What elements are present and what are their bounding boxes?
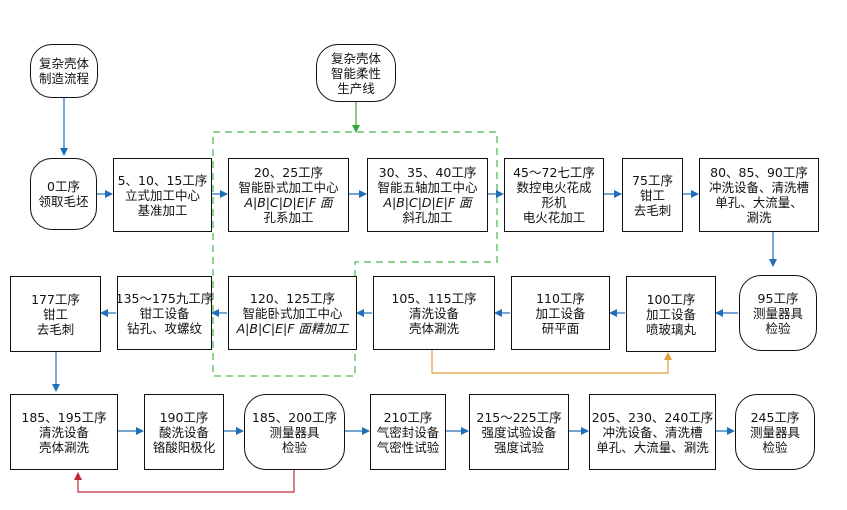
node-text-line: 清洗设备 bbox=[408, 305, 459, 321]
return-op185b-to-op185 bbox=[74, 470, 295, 493]
return-op105-to-op100 bbox=[431, 350, 672, 374]
node-text-line: 强度试验 bbox=[493, 439, 544, 455]
node-text-line: A|B|C|D|E|F 面 bbox=[383, 195, 472, 210]
node-op215: 215～225工序强度试验设备强度试验 bbox=[469, 394, 569, 470]
node-text-line: 单孔、大流量、涮洗 bbox=[596, 439, 709, 455]
node-text-line: 20、25工序 bbox=[253, 165, 324, 180]
node-text-line: 钳工设备 bbox=[139, 305, 190, 321]
node-text-line: 基准加工 bbox=[137, 202, 188, 218]
node-text-line: 测量器具 bbox=[269, 424, 320, 440]
node-text-line: 检验 bbox=[765, 320, 791, 336]
node-start: 复杂壳体制造流程 bbox=[30, 44, 98, 98]
node-text-line: 95工序 bbox=[757, 290, 799, 306]
node-text-line: 数控电火花成 bbox=[516, 180, 592, 195]
node-text-line: 检验 bbox=[281, 439, 307, 455]
node-text-line: 钳工 bbox=[42, 306, 68, 322]
node-text-line: 测量器具 bbox=[752, 305, 803, 321]
node-op210: 210工序气密封设备气密性试验 bbox=[370, 394, 446, 470]
node-text-line: A|B|C|E|F 面精加工 bbox=[236, 320, 349, 336]
node-op100: 100工序加工设备喷玻璃丸 bbox=[626, 276, 716, 352]
node-text-line: 智能五轴加工中心 bbox=[377, 180, 478, 195]
node-text-line: 复杂壳体 bbox=[330, 50, 381, 66]
node-op75: 75工序钳工去毛刺 bbox=[622, 158, 683, 232]
node-text-line: 壳体涮洗 bbox=[38, 439, 89, 455]
node-text-line: 5、10、15工序 bbox=[117, 172, 208, 188]
node-text-line: 190工序 bbox=[159, 409, 209, 425]
node-text-line: 177工序 bbox=[31, 291, 80, 307]
node-text-line: 立式加工中心 bbox=[124, 187, 200, 203]
node-text-line: 冲洗设备、清洗槽 bbox=[602, 424, 703, 440]
node-text-line: 研平面 bbox=[541, 320, 580, 336]
node-text-line: 去毛刺 bbox=[633, 202, 672, 218]
node-text-line: 30、35、40工序 bbox=[378, 165, 477, 180]
node-text-line: 清洗设备 bbox=[38, 424, 89, 440]
node-text-line: 钻孔、攻螺纹 bbox=[126, 320, 202, 336]
node-text-line: 复杂壳体 bbox=[38, 56, 89, 71]
node-op135: 135～175九工序钳工设备钻孔、攻螺纹 bbox=[115, 276, 214, 350]
node-text-line: 壳体涮洗 bbox=[408, 320, 459, 336]
node-text-line: 测量器具 bbox=[749, 424, 800, 440]
node-text-line: 形机 bbox=[541, 195, 567, 210]
node-text-line: 205、230、240工序 bbox=[591, 409, 714, 425]
node-text-line: 智能柔性 bbox=[330, 65, 381, 81]
node-op5: 5、10、15工序立式加工中心基准加工 bbox=[113, 158, 212, 232]
node-text-line: 去毛刺 bbox=[36, 321, 75, 337]
node-text-line: 45～72七工序 bbox=[513, 165, 595, 180]
node-text-line: 120、125工序 bbox=[249, 290, 336, 306]
node-text-line: 电火花加工 bbox=[522, 210, 586, 225]
node-flexible-line: 复杂壳体智能柔性生产线 bbox=[316, 44, 396, 102]
node-text-line: 铬酸阳极化 bbox=[152, 439, 216, 455]
node-text-line: 80、85、90工序 bbox=[710, 165, 808, 180]
node-op185: 185、195工序清洗设备壳体涮洗 bbox=[10, 394, 118, 470]
node-text-line: 制造流程 bbox=[38, 71, 89, 86]
node-op105: 105、115工序清洗设备壳体涮洗 bbox=[373, 276, 495, 350]
node-text-line: 245工序 bbox=[750, 409, 800, 425]
node-text-line: 斜孔加工 bbox=[402, 210, 453, 225]
node-text-line: 加工设备 bbox=[535, 305, 586, 321]
node-text-line: 生产线 bbox=[337, 80, 375, 96]
node-op95: 95工序测量器具检验 bbox=[739, 275, 817, 351]
node-text-line: 75工序 bbox=[632, 172, 673, 188]
node-text-line: 强度试验设备 bbox=[481, 424, 557, 440]
node-op185b: 185、200工序测量器具检验 bbox=[244, 394, 345, 470]
node-text-line: 210工序 bbox=[383, 409, 433, 425]
node-text-line: 酸洗设备 bbox=[158, 424, 209, 440]
node-text-line: 185、195工序 bbox=[21, 409, 107, 425]
node-op190: 190工序酸洗设备铬酸阳极化 bbox=[144, 394, 224, 470]
node-op45: 45～72七工序数控电火花成形机电火花加工 bbox=[504, 158, 604, 232]
node-text-line: A|B|C|D|E|F 面 bbox=[244, 195, 333, 210]
node-text-line: 钳工 bbox=[639, 187, 665, 203]
node-op0: 0工序领取毛坯 bbox=[30, 158, 97, 230]
node-op205: 205、230、240工序冲洗设备、清洗槽单孔、大流量、涮洗 bbox=[589, 394, 716, 470]
node-text-line: 100工序 bbox=[646, 291, 696, 307]
node-text-line: 加工设备 bbox=[645, 306, 696, 322]
node-op80: 80、85、90工序冲洗设备、清洗槽单孔、大流量、涮洗 bbox=[699, 158, 819, 232]
node-text-line: 110工序 bbox=[536, 290, 585, 306]
node-text-line: 185、200工序 bbox=[251, 409, 338, 425]
node-text-line: 冲洗设备、清洗槽 bbox=[708, 180, 809, 195]
node-text-line: 智能卧式加工中心 bbox=[238, 180, 339, 195]
node-text-line: 领取毛坯 bbox=[38, 194, 89, 209]
node-text-line: 0工序 bbox=[47, 179, 80, 194]
node-text-line: 喷玻璃丸 bbox=[645, 321, 696, 337]
node-text-line: 105、115工序 bbox=[391, 290, 477, 306]
node-op177: 177工序钳工去毛刺 bbox=[10, 276, 101, 352]
node-text-line: 检验 bbox=[762, 439, 788, 455]
node-text-line: 智能卧式加工中心 bbox=[242, 305, 343, 321]
node-text-line: 215～225工序 bbox=[476, 409, 562, 425]
node-text-line: 气密封设备 bbox=[376, 424, 440, 440]
node-op245: 245工序测量器具检验 bbox=[735, 394, 815, 470]
node-text-line: 135～175九工序 bbox=[115, 290, 214, 306]
node-text-line: 气密性试验 bbox=[376, 439, 440, 455]
node-text-line: 孔系加工 bbox=[263, 210, 314, 225]
node-op110: 110工序加工设备研平面 bbox=[511, 276, 610, 350]
node-text-line: 涮洗 bbox=[746, 210, 772, 225]
node-text-line: 单孔、大流量、 bbox=[715, 195, 803, 210]
